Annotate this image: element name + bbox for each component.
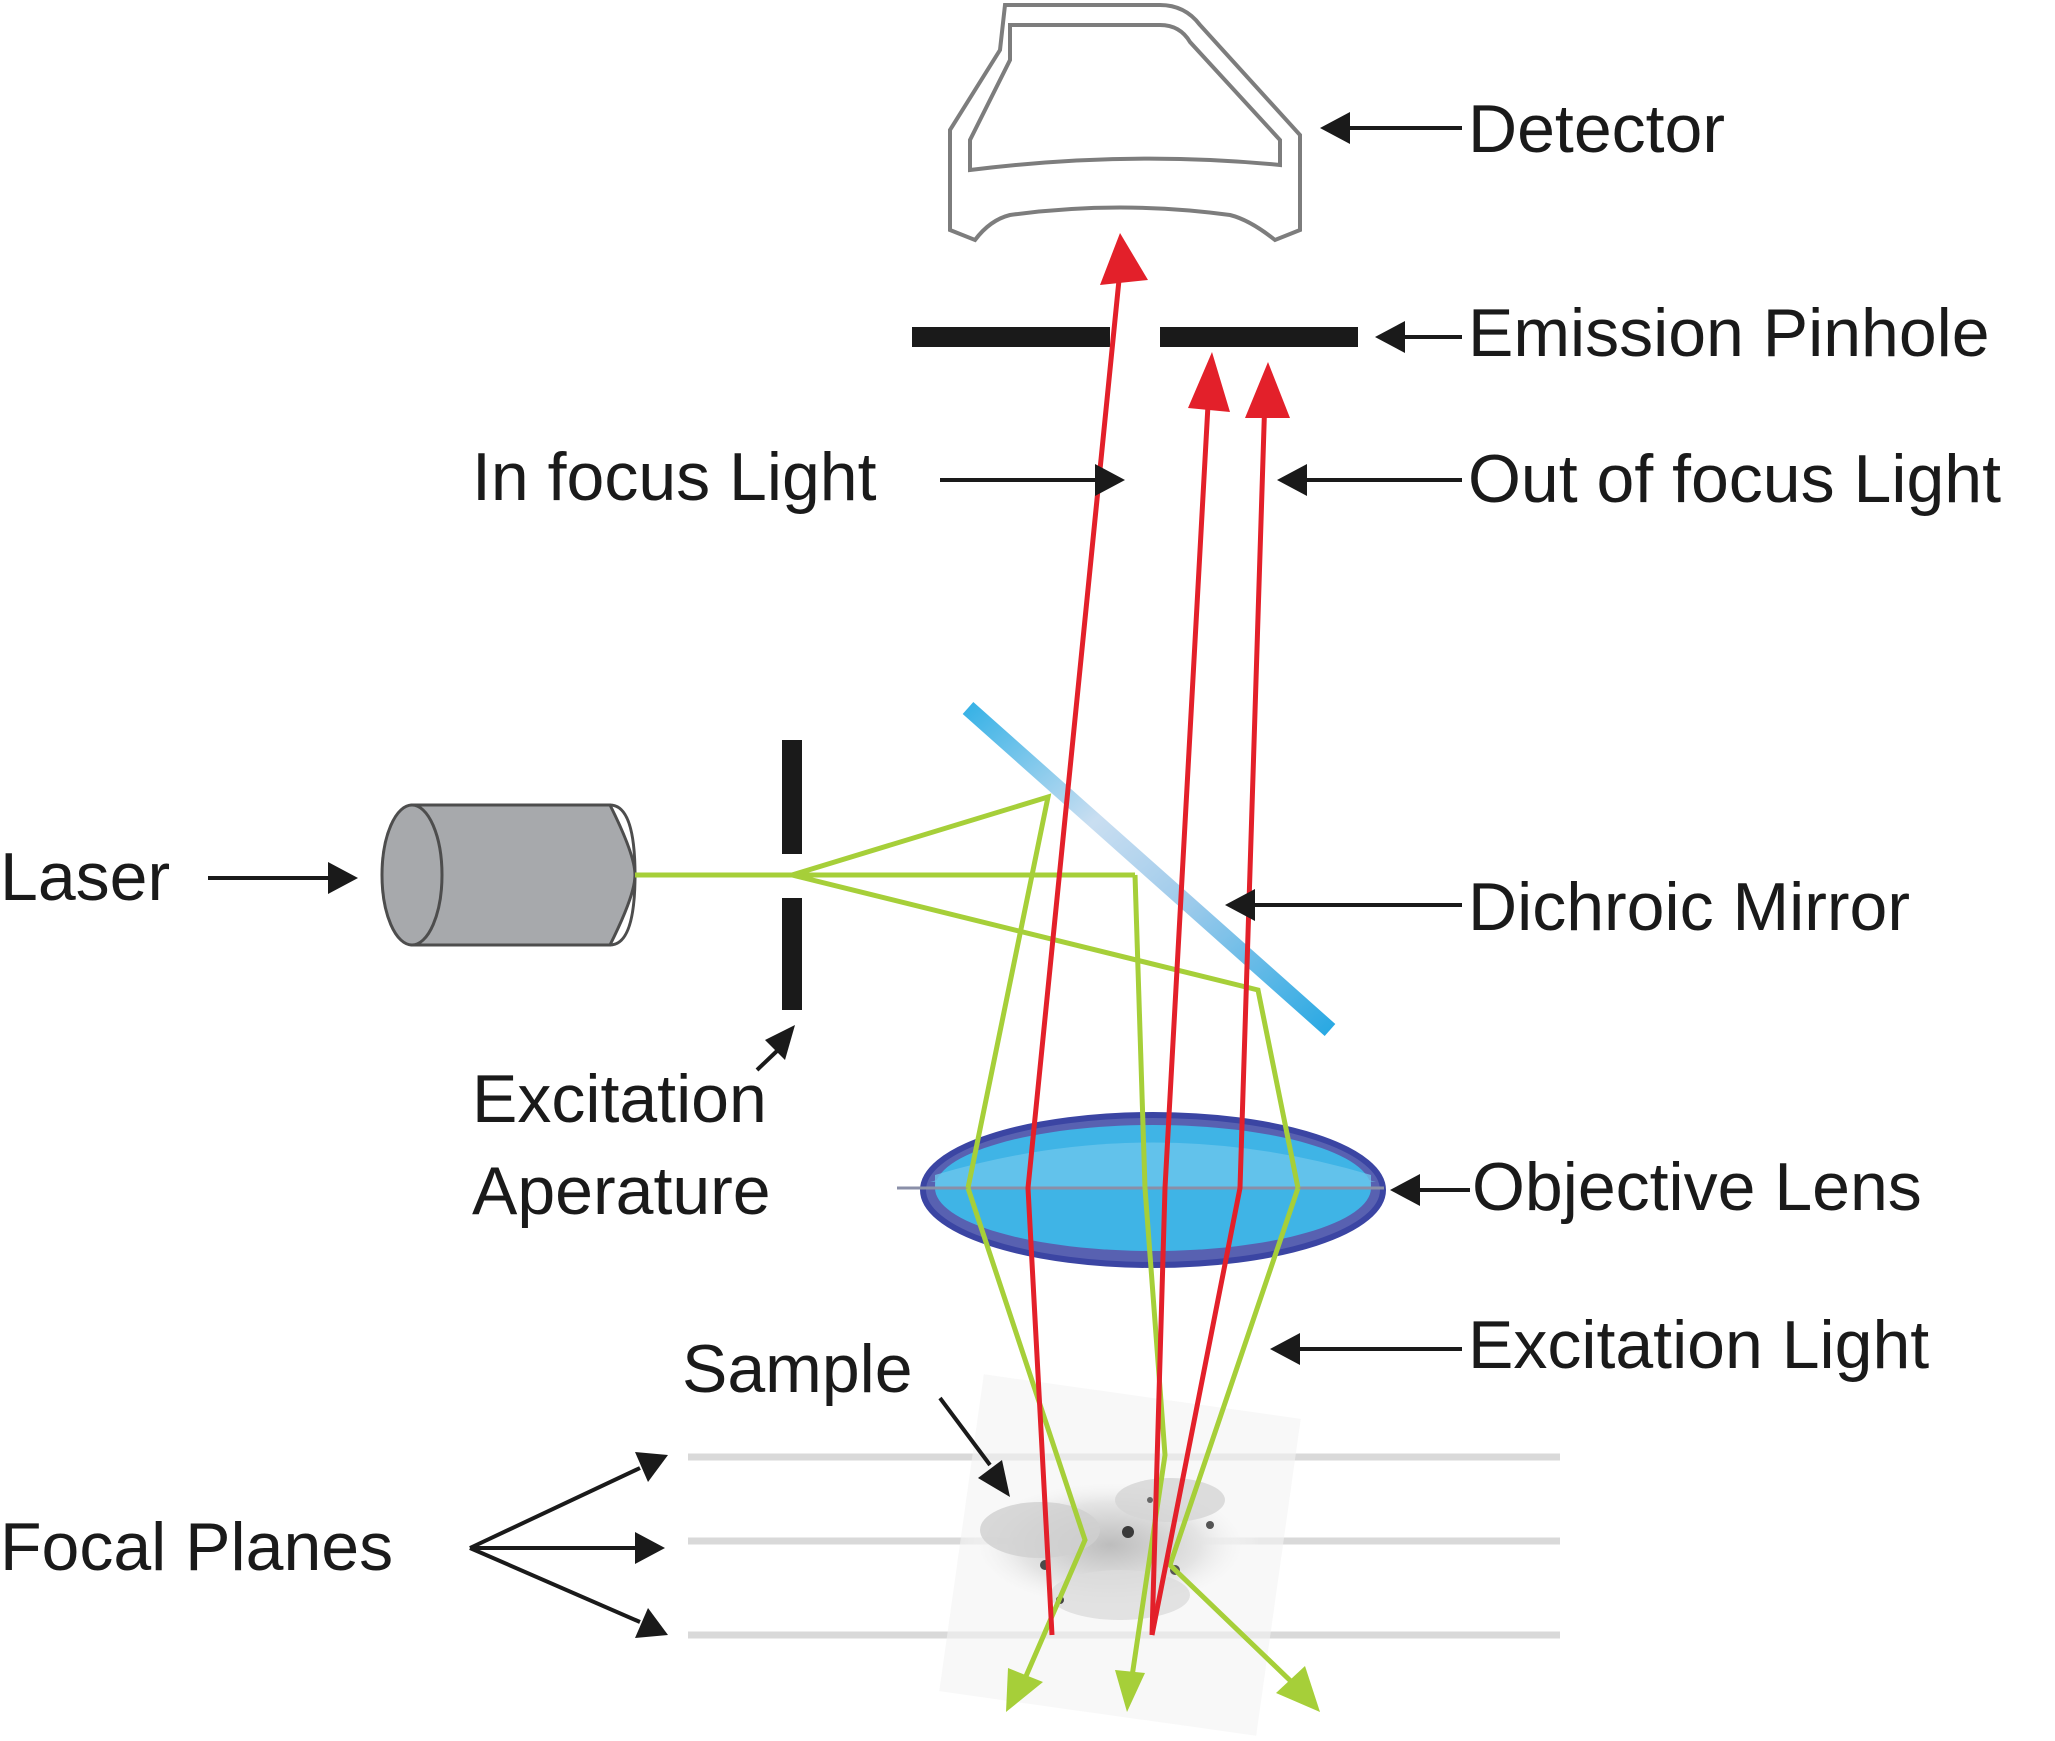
detector-icon [948, 3, 1302, 243]
label-focal-planes: Focal Planes [0, 1509, 393, 1585]
out-of-focus-arrowhead-2 [1245, 362, 1290, 418]
label-dichroic-mirror: Dichroic Mirror [1468, 869, 1910, 945]
laser-icon [380, 803, 637, 947]
label-excitation-light: Excitation Light [1468, 1307, 1929, 1383]
label-emission-pinhole: Emission Pinhole [1468, 295, 1990, 371]
label-sample: Sample [682, 1331, 913, 1407]
label-in-focus-light: In focus Light [472, 439, 877, 515]
callout-arrows [208, 112, 1470, 1638]
out-of-focus-arrowhead-1 [1188, 352, 1230, 412]
label-laser: Laser [0, 839, 170, 915]
excitation-light-rays [635, 793, 1320, 1712]
emission-light-rays [1025, 233, 1290, 1636]
in-focus-arrowhead [1100, 233, 1148, 285]
label-out-of-focus-light: Out of focus Light [1468, 441, 2001, 517]
label-detector: Detector [1468, 91, 1725, 167]
label-excitation-aperture-line2: Aperature [472, 1153, 771, 1229]
label-excitation-aperture-line1: Excitation [472, 1061, 767, 1137]
objective-lens [897, 1112, 1386, 1268]
label-objective-lens: Objective Lens [1472, 1149, 1922, 1225]
dichroic-mirror [962, 702, 1336, 1036]
labels: Detector Emission Pinhole In focus Light… [0, 91, 2001, 1585]
excitation-aperture [782, 740, 802, 1010]
emission-pinhole [912, 327, 1358, 347]
